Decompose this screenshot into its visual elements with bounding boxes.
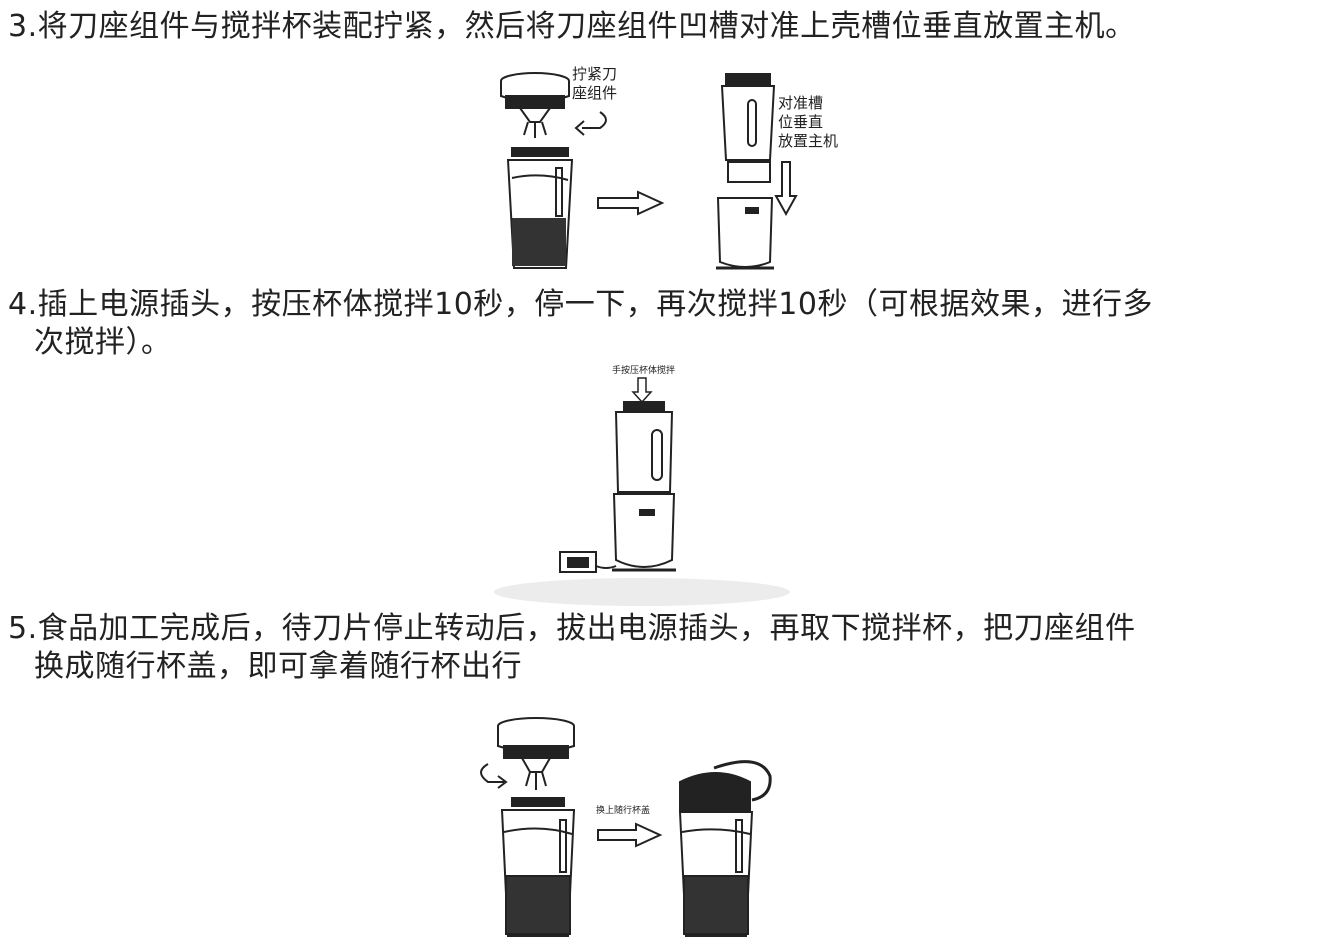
power-plug — [559, 551, 617, 573]
right-arrow-icon — [597, 190, 665, 216]
blade-assembly — [497, 717, 575, 790]
press-label: 手按压杯体搅拌 — [612, 366, 676, 376]
swap-arrow-icon — [597, 822, 663, 848]
tighten-label: 拧紧刀 座组件 — [572, 65, 618, 102]
press-arrow-icon — [631, 377, 653, 404]
blade-base — [500, 72, 570, 138]
swap-label: 换上随行杯盖 — [596, 806, 651, 816]
travel-cup — [678, 760, 772, 937]
beans — [512, 218, 566, 266]
main-unit-upper — [720, 73, 776, 183]
step-3-text: 3.将刀座组件与搅拌杯装配拧紧，然后将刀座组件凹槽对准上壳槽位垂直放置主机。 — [8, 8, 1136, 46]
step-4-line-1: 4.插上电源插头，按压杯体搅拌10秒，停一下，再次搅拌10秒（可根据效果，进行多 — [8, 287, 1153, 322]
down-arrow-icon — [774, 161, 798, 217]
step-3-line: 3.将刀座组件与搅拌杯装配拧紧，然后将刀座组件凹槽对准上壳槽位垂直放置主机。 — [8, 9, 1136, 44]
step-4-line-2: 次搅拌）。 — [34, 325, 172, 360]
main-unit-base — [716, 197, 774, 270]
step-5-text: 5.食品加工完成后，待刀片停止转动后，拔出电源插头，再取下搅拌杯，把刀座组件 换… — [8, 610, 1136, 686]
rotate-arrow-icon-2 — [480, 763, 504, 783]
step-5-line-2: 换成随行杯盖，即可拿着随行杯出行 — [34, 649, 522, 684]
table-surface — [494, 578, 790, 606]
main-unit — [612, 401, 676, 572]
step-5-line-1: 5.食品加工完成后，待刀片停止转动后，拔出电源插头，再取下搅拌杯，把刀座组件 — [8, 611, 1136, 646]
rotate-arrow-icon — [582, 111, 607, 129]
blender-cup-left — [500, 797, 576, 937]
align-label: 对准槽 位垂直 放置主机 — [778, 94, 839, 150]
step-4-text: 4.插上电源插头，按压杯体搅拌10秒，停一下，再次搅拌10秒（可根据效果，进行多… — [8, 286, 1153, 362]
